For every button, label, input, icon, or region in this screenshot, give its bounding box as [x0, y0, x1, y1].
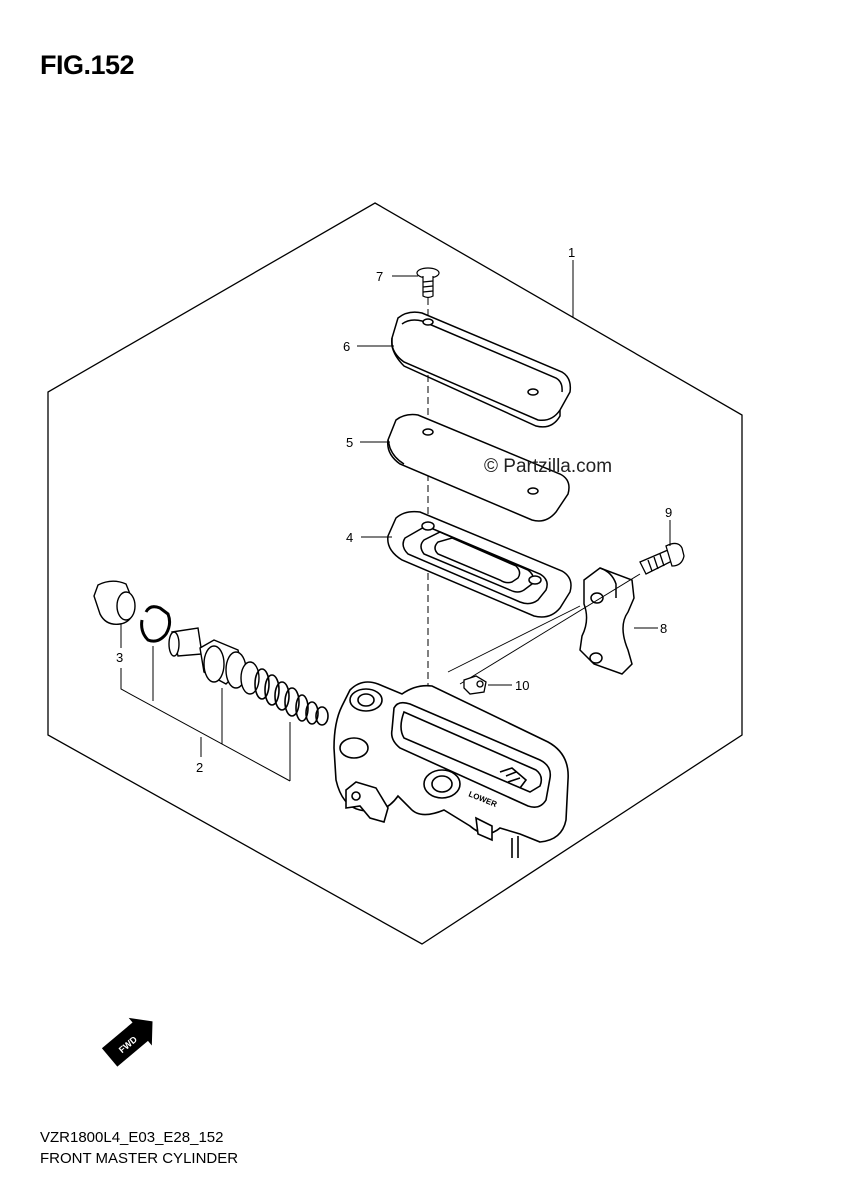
- leader-bracket-2: [120, 646, 291, 782]
- figure-title: FIG.152: [40, 50, 135, 80]
- reservoir-cap-part-6: [391, 311, 572, 428]
- clamp-part-8: [579, 567, 635, 675]
- screw-part-7: [416, 267, 440, 299]
- plate-part-5: [387, 413, 570, 522]
- callout-6: 6: [343, 339, 350, 354]
- callout-4: 4: [346, 530, 353, 545]
- forward-arrow-icon: FWD: [101, 1017, 153, 1067]
- callout-1: 1: [568, 245, 575, 260]
- callout-9: 9: [665, 505, 672, 520]
- model-code: VZR1800L4_E03_E28_152: [40, 1129, 224, 1146]
- copyright-watermark: © Partzilla.com: [484, 456, 612, 477]
- callout-2: 2: [196, 760, 203, 775]
- callout-8: 8: [660, 621, 667, 636]
- callout-7: 7: [376, 269, 383, 284]
- diaphragm-part-4: [387, 510, 572, 618]
- clip-part-10: [463, 675, 487, 695]
- piston-set-part-2: [93, 580, 329, 726]
- callout-5: 5: [346, 435, 353, 450]
- return-spring: [254, 668, 329, 726]
- guide-line: [447, 605, 581, 673]
- bolt-part-9: [639, 542, 685, 575]
- master-cylinder-body: [333, 681, 569, 858]
- callout-10: 10: [515, 678, 529, 693]
- assembly-boundary: [47, 202, 743, 945]
- callout-3: 3: [116, 650, 123, 665]
- section-name: FRONT MASTER CYLINDER: [40, 1150, 239, 1167]
- guide-line: [459, 573, 641, 685]
